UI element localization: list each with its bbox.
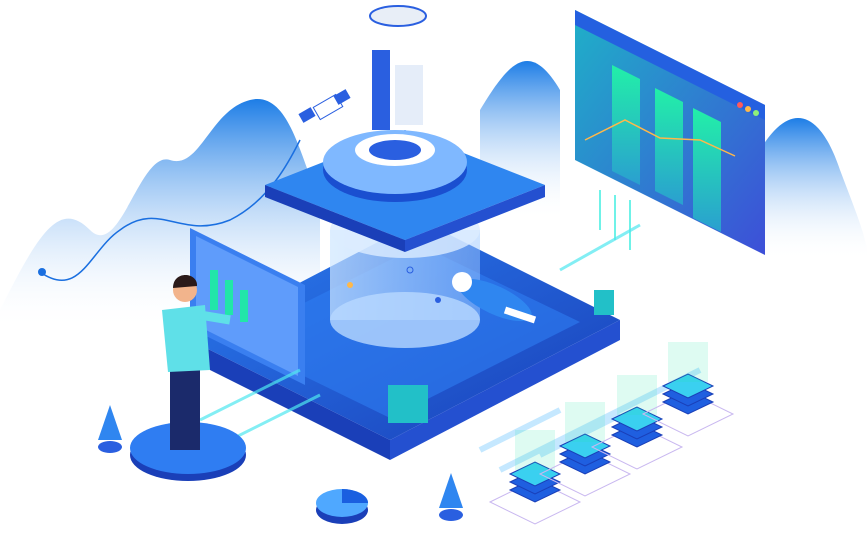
pie-disk [316,489,368,524]
person-on-pedestal [130,275,246,481]
server-stacks [478,342,735,525]
light-streams [199,223,641,442]
left-display-panel [190,228,305,385]
chart-bar [612,65,640,185]
satellite [298,89,351,123]
cone-marker [439,473,463,521]
server-stack [538,402,632,497]
cone-marker [98,405,122,453]
chart-bar [655,88,683,205]
central-platform [190,5,620,460]
server-stack [641,342,735,437]
chart-bar [693,108,721,232]
server-stack [488,430,582,525]
dashboard-monitor [575,10,765,255]
server-stack [590,375,684,470]
decorative-particles [347,266,441,303]
floating-astronaut [452,272,537,324]
